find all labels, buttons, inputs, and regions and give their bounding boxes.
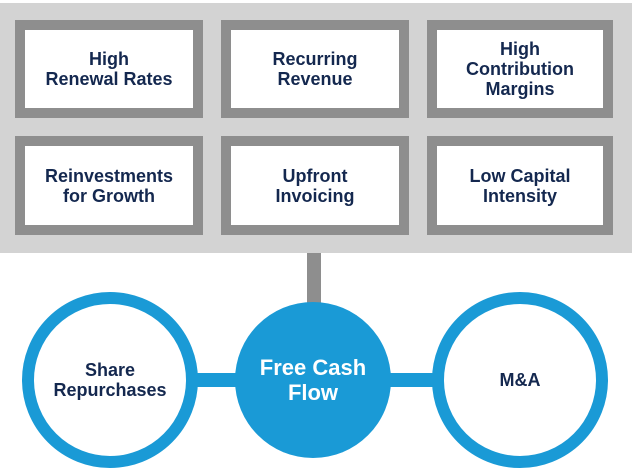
driver-box-high-contribution-margins: High Contribution Margins xyxy=(427,20,613,118)
driver-box-reinvestments-for-growth: Reinvestments for Growth xyxy=(15,136,203,235)
driver-box-upfront-invoicing: Upfront Invoicing xyxy=(221,136,409,235)
outcome-label: Free Cash Flow xyxy=(259,355,367,405)
outcome-circle-m-and-a: M&A xyxy=(432,292,608,468)
driver-box-recurring-revenue: Recurring Revenue xyxy=(221,20,409,118)
panel-connector xyxy=(307,253,321,303)
driver-label: Low Capital Intensity xyxy=(469,165,571,206)
driver-label: Recurring Revenue xyxy=(272,49,358,89)
driver-label: High Contribution Margins xyxy=(466,39,574,99)
driver-box-high-renewal-rates: High Renewal Rates xyxy=(15,20,203,118)
outcome-label: M&A xyxy=(499,370,541,390)
driver-label: Reinvestments for Growth xyxy=(44,165,174,206)
driver-box-low-capital-intensity: Low Capital Intensity xyxy=(427,136,613,235)
driver-label: Upfront Invoicing xyxy=(275,165,355,206)
outcome-circle-free-cash-flow: Free Cash Flow xyxy=(235,302,391,458)
outcome-circle-share-repurchases: Share Repurchases xyxy=(22,292,198,468)
outcome-label: Share Repurchases xyxy=(53,360,167,400)
driver-label: High Renewal Rates xyxy=(45,49,173,89)
